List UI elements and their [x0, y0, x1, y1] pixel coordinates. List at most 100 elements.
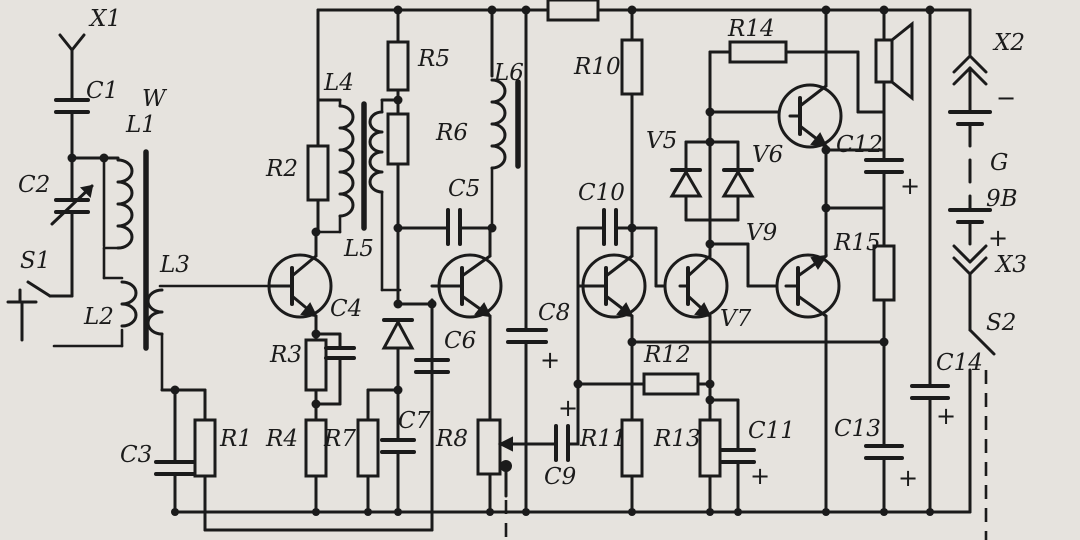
- resistor-r13: [698, 418, 722, 514]
- label-c9: C9: [544, 464, 576, 490]
- label-r5: R5: [417, 46, 450, 72]
- label-r14: R14: [727, 16, 775, 42]
- c13-plus: +: [898, 464, 918, 492]
- label-r13: R13: [653, 426, 701, 452]
- label-c3: C3: [120, 442, 152, 468]
- label-r2: R2: [265, 156, 298, 182]
- connector-x3: [952, 244, 988, 332]
- label-c4: C4: [330, 296, 362, 322]
- label-r11: R11: [579, 426, 627, 452]
- label-v5: V5: [646, 128, 677, 154]
- label-c14: C14: [936, 350, 983, 376]
- label-s1: S1: [20, 248, 50, 274]
- resistor-r6: [386, 112, 410, 292]
- label-w: W: [142, 86, 168, 112]
- label-c8: C8: [538, 300, 570, 326]
- diode-v5-icon: [669, 140, 703, 222]
- label-v7: V7: [720, 306, 752, 332]
- resistor-r5: [386, 8, 410, 116]
- capacitor-c5: [446, 208, 462, 246]
- label-c13: C13: [834, 416, 881, 442]
- resistor-r14: [728, 40, 788, 64]
- label-g-voltage: 9B: [986, 186, 1018, 212]
- label-c7: C7: [398, 408, 431, 434]
- label-r15: R15: [833, 230, 881, 256]
- c12-plus: +: [900, 172, 920, 200]
- inductor-l4: [316, 98, 355, 234]
- label-r12: R12: [643, 342, 691, 368]
- inductor-l6: [490, 78, 507, 230]
- c14-plus: +: [936, 402, 956, 430]
- output-transistor-top-icon: [777, 8, 843, 210]
- capacitor-c3: [154, 388, 196, 514]
- antenna-icon: [58, 33, 86, 102]
- capacitor-c7: [380, 388, 416, 514]
- resistor-r3: [304, 332, 328, 406]
- label-x1: X1: [88, 6, 121, 32]
- label-r10: R10: [573, 54, 621, 80]
- capacitor-c12: [864, 110, 904, 210]
- resistor-r11: [620, 418, 644, 514]
- label-l1: L1: [125, 112, 156, 138]
- transistor-2-icon: [430, 226, 503, 422]
- label-c10: C10: [578, 180, 625, 206]
- label-x2: X2: [992, 30, 1025, 56]
- capacitor-c8: [506, 328, 548, 514]
- capacitor-c9: [554, 424, 580, 462]
- label-l4: L4: [323, 70, 354, 96]
- label-v9: V9: [746, 220, 777, 246]
- resistor-r10: [620, 8, 644, 230]
- capacitor-c6: [414, 298, 450, 392]
- diode-v6-icon: [721, 140, 755, 222]
- x3-plus: +: [988, 224, 1008, 252]
- inductor-l5: [368, 98, 402, 292]
- label-r8: R8: [435, 426, 468, 452]
- label-r6: R6: [435, 120, 468, 146]
- variable-capacitor-c2: [50, 156, 94, 298]
- resistor-r7: [356, 388, 380, 514]
- resistor-r15: [872, 206, 896, 448]
- switch-s2: [968, 328, 996, 514]
- label-c12: C12: [836, 132, 883, 158]
- c9-plus: +: [558, 394, 578, 422]
- capacitor-c14: [910, 384, 950, 514]
- label-r4: R4: [265, 426, 298, 452]
- c8-plus: +: [540, 346, 560, 374]
- capacitor-c4: [314, 332, 356, 406]
- label-c11: C11: [748, 418, 795, 444]
- resistor-r4: [304, 402, 328, 514]
- switch-s1: [6, 280, 74, 342]
- label-r7: R7: [323, 426, 356, 452]
- diode-icon: [381, 288, 415, 392]
- top-rail-resistor: [546, 0, 600, 22]
- inductor-l1: [102, 156, 134, 250]
- c11-plus: +: [750, 462, 770, 490]
- transistor-v9-icon: [775, 206, 841, 514]
- speaker-icon: [874, 8, 914, 114]
- potentiometer-r8: [476, 418, 558, 514]
- capacitor-c10: [602, 208, 618, 246]
- label-c6: C6: [444, 328, 476, 354]
- label-c5: C5: [448, 176, 480, 202]
- x2-minus: −: [996, 84, 1016, 112]
- label-x3: X3: [994, 252, 1027, 278]
- capacitor-c11: [720, 398, 756, 514]
- label-l2: L2: [83, 304, 114, 330]
- label-l3: L3: [159, 252, 190, 278]
- label-g: G: [990, 150, 1008, 176]
- transistor-3-icon: [576, 226, 647, 422]
- label-c2: C2: [18, 172, 50, 198]
- label-s2: S2: [986, 310, 1016, 336]
- connector-x2: [952, 54, 988, 114]
- capacitor-c1: [54, 98, 90, 114]
- label-r3: R3: [269, 342, 302, 368]
- label-c1: C1: [86, 78, 118, 104]
- resistor-r2: [306, 98, 330, 234]
- label-v6: V6: [752, 142, 783, 168]
- resistor-r12: [642, 372, 700, 396]
- battery-icon: [948, 110, 992, 246]
- resistor-r1: [193, 388, 217, 514]
- transistor-icon: [267, 230, 333, 336]
- label-l5: L5: [343, 236, 374, 262]
